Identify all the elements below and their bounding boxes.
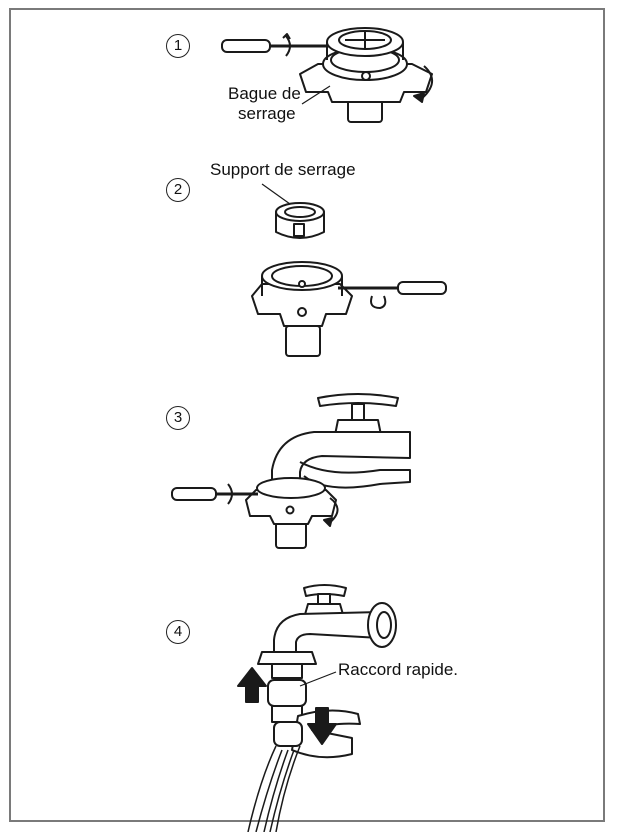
step-4-number: 4 [166,620,190,644]
step-2-number: 2 [166,178,190,202]
hose [247,745,301,832]
screwdriver-handle-2 [397,281,447,295]
arrow-up-icon [237,667,267,703]
tap-handle [317,393,399,407]
ring-label-line2: serrage [238,104,296,123]
arrow-down-icon [307,707,337,745]
step-3-number: 3 [166,406,190,430]
rotation-arrow-icon-2 [370,295,387,309]
tap-spout-4 [273,611,381,653]
quick-connector [267,679,307,707]
ring-label-line1: Bague de [228,84,301,103]
tap-handle-4 [303,584,347,597]
diagram-frame [9,8,605,822]
rotation-arrow-icon [282,33,291,57]
step-1-number: 1 [166,34,190,58]
quick-connector-label: Raccord rapide. [338,660,459,679]
rotation-arrow-icon-3 [227,483,233,505]
support-label: Support de serrage [210,160,356,179]
